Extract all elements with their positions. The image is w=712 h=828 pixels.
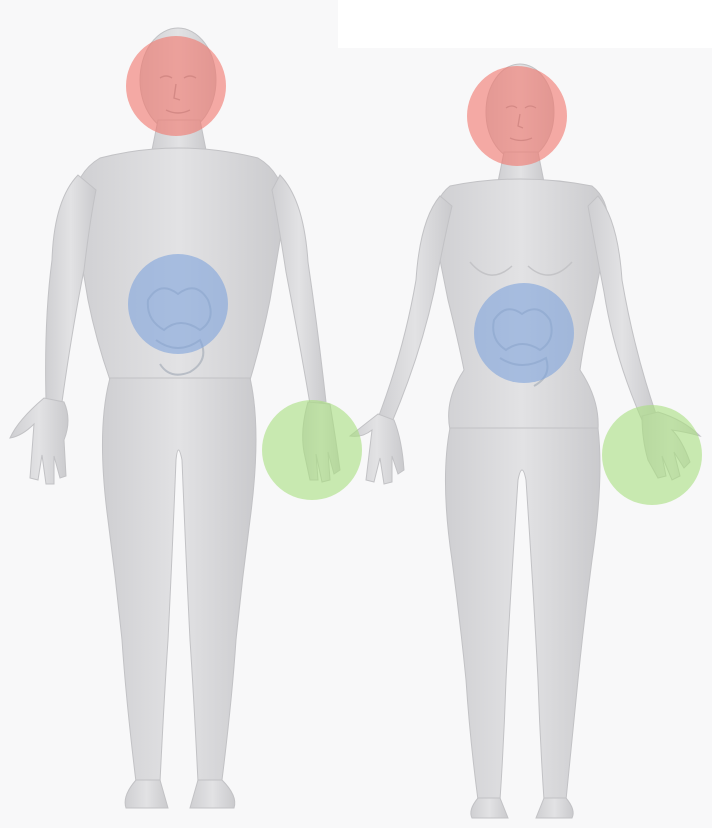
male-abdomen-highlight: [128, 254, 228, 354]
male-head-highlight: [126, 36, 226, 136]
female-head-highlight: [467, 66, 567, 166]
male-left-hand-highlight: [262, 400, 362, 500]
female-abdomen-highlight: [474, 283, 574, 383]
female-left-hand-highlight: [602, 405, 702, 505]
